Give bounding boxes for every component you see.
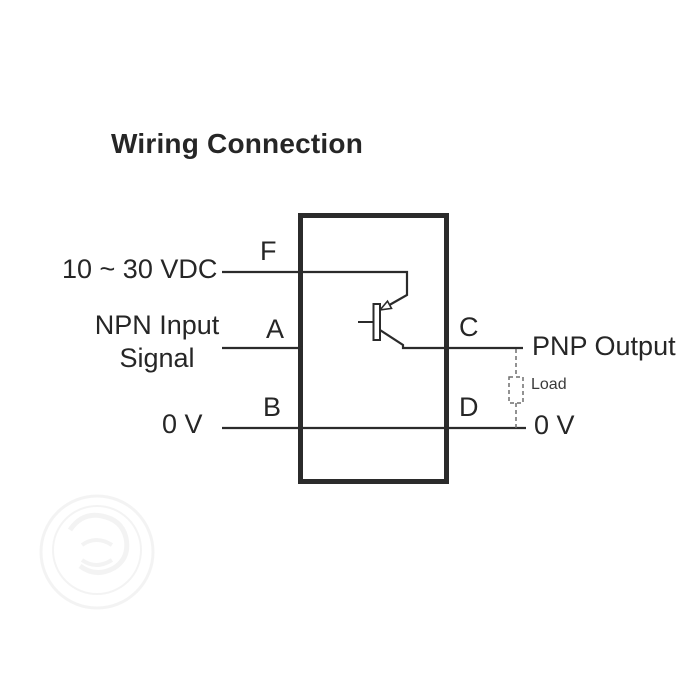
label-npn-input: NPN Input Signal bbox=[57, 309, 257, 375]
label-power-supply: 10 ~ 30 VDC bbox=[62, 254, 218, 284]
label-npn-input-line2: Signal bbox=[119, 343, 195, 373]
wire-f-supply bbox=[222, 270, 409, 307]
terminal-a: A bbox=[266, 314, 285, 344]
terminal-f: F bbox=[260, 236, 277, 266]
wire-c-output bbox=[379, 329, 523, 350]
watermark-emblem bbox=[39, 494, 155, 610]
label-ground-left: 0 V bbox=[162, 409, 203, 439]
pnp-emitter-arrow-icon bbox=[378, 299, 393, 312]
label-npn-input-line1: NPN Input bbox=[94, 310, 220, 340]
pnp-transistor-icon bbox=[372, 303, 381, 341]
terminal-b: B bbox=[263, 392, 282, 422]
label-pnp-output: PNP Output bbox=[532, 331, 676, 361]
label-ground-right: 0 V bbox=[534, 410, 575, 440]
terminal-d: D bbox=[459, 392, 479, 422]
terminal-c: C bbox=[459, 312, 479, 342]
load-resistor-icon bbox=[508, 376, 524, 404]
label-load: Load bbox=[531, 376, 567, 393]
page-title: Wiring Connection bbox=[111, 128, 364, 159]
